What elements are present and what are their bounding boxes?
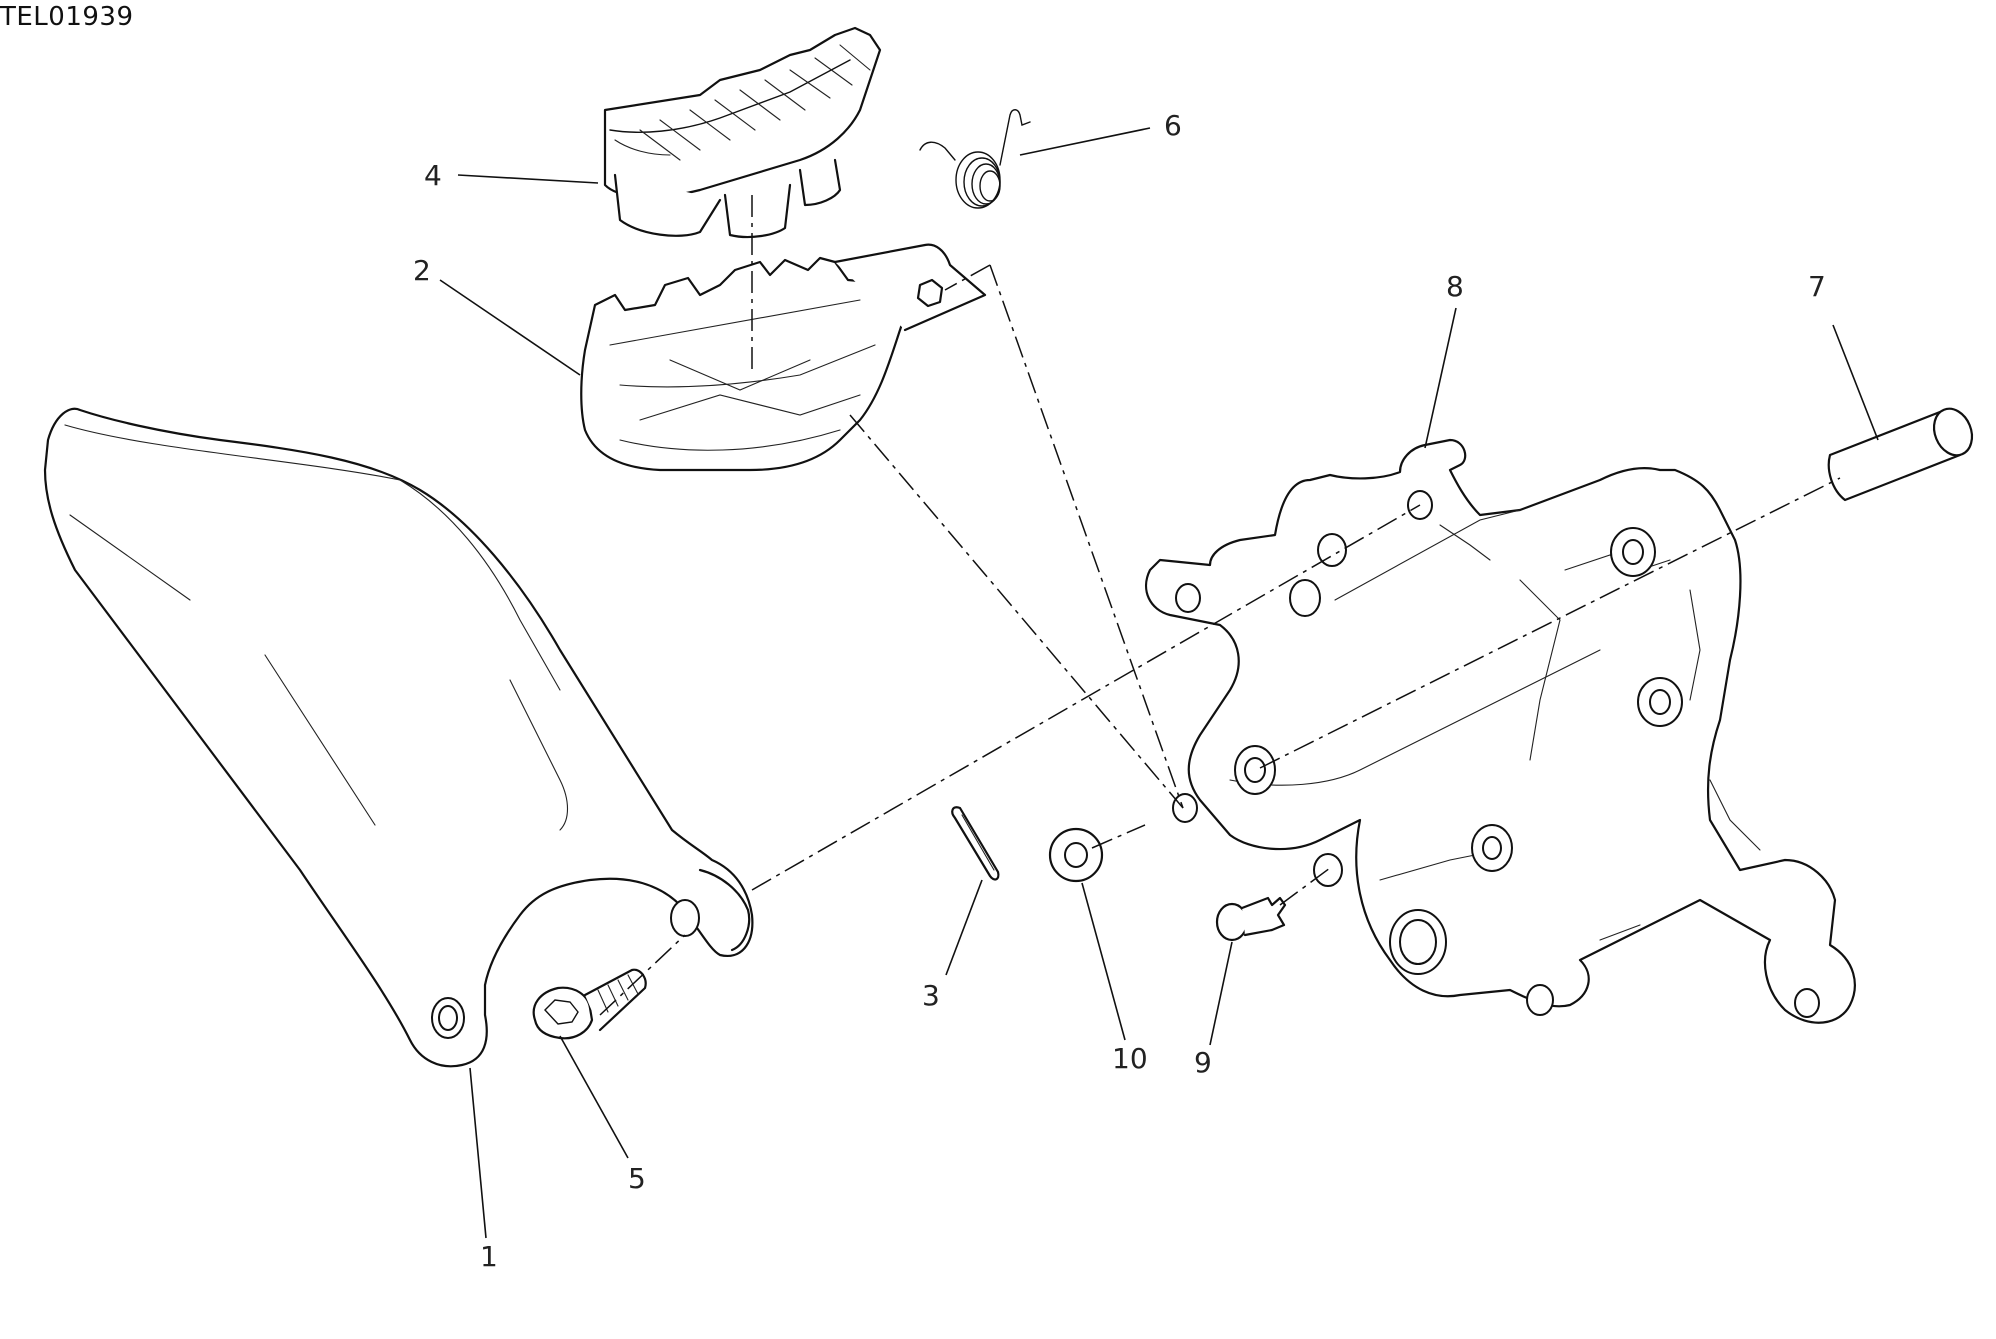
- callout-10: 10: [1112, 1042, 1148, 1075]
- leader-lines: [439, 127, 1879, 1239]
- leader-4: [457, 174, 599, 184]
- callout-4: 4: [424, 159, 442, 192]
- leader-7: [1832, 324, 1879, 441]
- drawing-code: TEL01939: [0, 2, 134, 32]
- callout-6: 6: [1164, 109, 1182, 142]
- footpeg: [580, 243, 987, 472]
- washer: [1048, 827, 1104, 883]
- heel-guard: [43, 407, 754, 1068]
- leader-3: [945, 879, 983, 976]
- callout-8: 8: [1446, 270, 1464, 303]
- assembly-centerlines: [599, 195, 1841, 1016]
- callout-5: 5: [628, 1162, 646, 1195]
- leader-6: [1019, 127, 1151, 156]
- callout-numbers: 4 2 6 8 7 3 10 9 5 1: [413, 109, 1826, 1273]
- leader-9: [1209, 941, 1233, 1046]
- footpeg-bracket: [1145, 438, 1856, 1024]
- bolt: [532, 968, 647, 1040]
- leader-10: [1081, 882, 1126, 1041]
- callout-1: 1: [480, 1240, 498, 1273]
- leader-1: [469, 1067, 487, 1239]
- plastic-rivet: [1215, 896, 1287, 942]
- callout-2: 2: [413, 254, 431, 287]
- leader-8: [1424, 307, 1457, 449]
- rubber-pad: [603, 26, 882, 239]
- leader-2: [439, 279, 581, 376]
- callout-3: 3: [922, 979, 940, 1012]
- split-pin: [951, 806, 1000, 881]
- pivot-pin: [1827, 407, 1974, 502]
- callout-9: 9: [1194, 1046, 1212, 1079]
- callout-7: 7: [1808, 270, 1826, 303]
- return-spring: [919, 109, 1031, 209]
- leader-5: [559, 1035, 629, 1159]
